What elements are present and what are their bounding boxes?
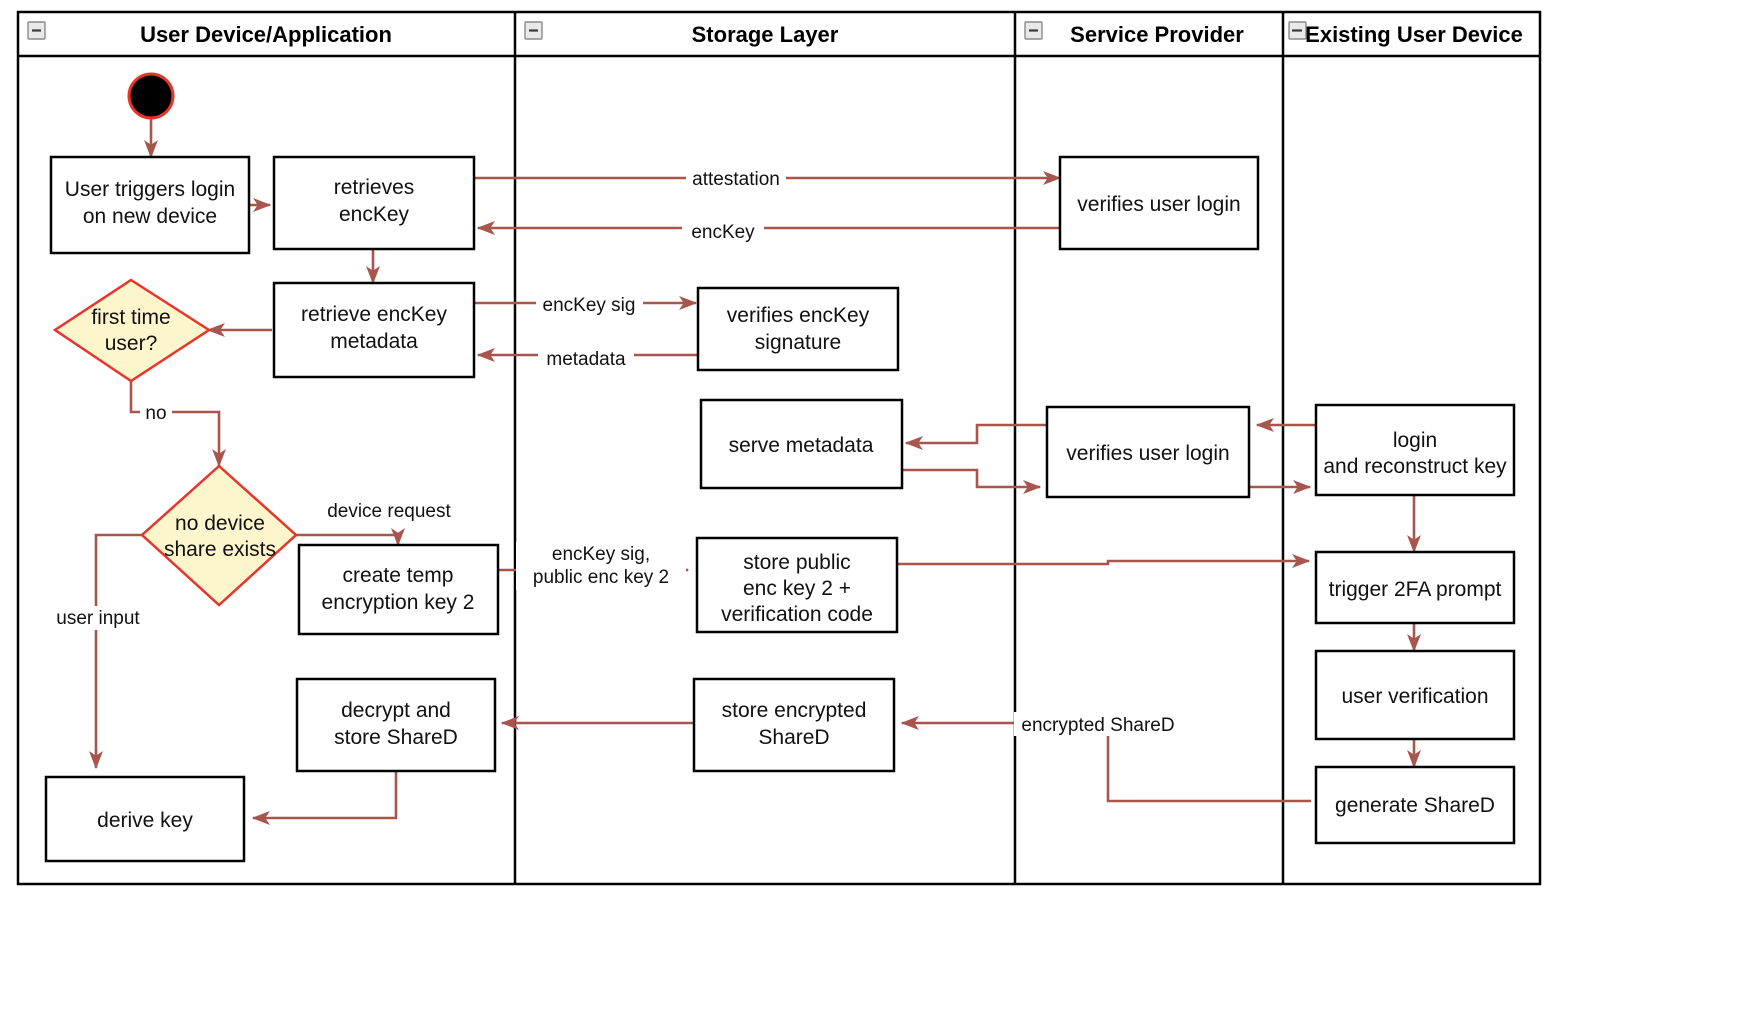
svg-text:encKey sig,: encKey sig, <box>552 544 650 565</box>
minimize-icon[interactable] <box>1288 21 1307 40</box>
edge-label-no: no <box>140 401 172 424</box>
edge-label-metadata: metadata <box>538 346 634 370</box>
node-label-line-1: no device <box>175 512 265 535</box>
node-label-line-1: store public <box>743 551 850 574</box>
edge-encrypted-shared <box>900 716 1311 803</box>
edge-label-device-request: device request <box>314 498 464 522</box>
node-label-line-1: retrieve encKey <box>301 303 447 326</box>
node-retrieves-enckey[interactable]: retrieves encKey <box>272 155 476 251</box>
edge-serve-metadata-to-service-provider <box>902 468 1042 494</box>
lane-title-service-provider: Service Provider <box>1070 22 1244 47</box>
node-retrieve-enckey-metadata[interactable]: retrieve encKey metadata <box>272 281 476 379</box>
node-label: trigger 2FA prompt <box>1329 578 1502 601</box>
lane-header-existing-device[interactable]: Existing User Device <box>1288 21 1523 47</box>
node-label-line-1: retrieves <box>334 176 415 199</box>
node-label-line-1: first time <box>91 306 170 329</box>
node-create-temp-encryption-key-2[interactable]: create temp encryption key 2 <box>297 543 500 636</box>
lane-header-user-device[interactable]: User Device/Application <box>27 21 392 47</box>
node-label-line-1: create temp <box>343 564 454 587</box>
edge-decrypt-to-derive-key <box>251 771 398 825</box>
edge-label-enckey-sig: encKey sig <box>536 292 643 316</box>
swimlane-frame <box>16 10 1542 886</box>
edge-label-enckey-sig-public-enc-key-2: encKey sig, public enc key 2 <box>516 542 686 590</box>
node-label-line-2: and reconstruct key <box>1323 455 1507 478</box>
lane-header-storage[interactable]: Storage Layer <box>524 21 839 47</box>
node-no-device-share-exists[interactable]: no device share exists <box>140 464 298 607</box>
svg-text:no: no <box>145 403 166 424</box>
node-label: generate ShareD <box>1335 794 1495 817</box>
node-label-line-1: decrypt and <box>341 699 451 722</box>
edge-labels-layer: attestation encKey encKey sig metadata n… <box>46 166 1184 736</box>
lane-title-storage: Storage Layer <box>692 22 839 47</box>
svg-text:device request: device request <box>327 501 451 522</box>
node-login-and-reconstruct-key[interactable]: login and reconstruct key <box>1314 403 1516 497</box>
edge-label-user-input: user input <box>46 606 150 630</box>
node-label-line-2: on new device <box>83 205 217 228</box>
node-label-line-2: share exists <box>164 538 276 561</box>
svg-text:public enc key 2: public enc key 2 <box>533 567 669 588</box>
edge-label-encrypted-shared: encrypted ShareD <box>1014 712 1184 736</box>
edge-user-input <box>89 533 143 770</box>
node-derive-key[interactable]: derive key <box>44 775 246 863</box>
node-serve-metadata[interactable]: serve metadata <box>699 398 904 490</box>
node-label-line-1: User triggers login <box>65 178 235 201</box>
node-decrypt-and-store-shared[interactable]: decrypt and store ShareD <box>295 677 497 773</box>
node-label: verifies user login <box>1077 193 1240 216</box>
node-verifies-user-login-2[interactable]: verifies user login <box>1045 405 1251 499</box>
svg-text:user input: user input <box>56 608 140 629</box>
svg-text:encKey: encKey <box>691 222 755 243</box>
svg-text:attestation: attestation <box>692 169 780 190</box>
edge-label-attestation: attestation <box>686 166 786 190</box>
node-label-line-1: verifies encKey <box>727 304 870 327</box>
lane-title-existing-device: Existing User Device <box>1305 22 1523 47</box>
node-verifies-enckey-signature[interactable]: verifies encKey signature <box>696 286 900 372</box>
node-user-verification[interactable]: user verification <box>1314 649 1516 741</box>
edge-no <box>129 372 226 468</box>
node-user-triggers-login[interactable]: User triggers login on new device <box>49 155 251 255</box>
node-verifies-user-login-1[interactable]: verifies user login <box>1058 155 1260 251</box>
node-label-line-2: user? <box>105 332 158 355</box>
svg-text:encrypted ShareD: encrypted ShareD <box>1021 715 1174 736</box>
node-label-line-2: ShareD <box>758 726 829 749</box>
node-generate-shared[interactable]: generate ShareD <box>1314 765 1516 845</box>
node-label-line-1: login <box>1393 429 1437 452</box>
node-label-line-1: store encrypted <box>722 699 867 722</box>
node-store-public-enc-key-2[interactable]: store public enc key 2 + verification co… <box>695 536 899 634</box>
minimize-icon[interactable] <box>1024 21 1043 40</box>
lane-title-user-device: User Device/Application <box>140 22 392 47</box>
edges-layer <box>89 112 1421 825</box>
edge-store-public-to-2fa <box>897 554 1311 568</box>
minimize-icon[interactable] <box>27 21 46 40</box>
svg-text:metadata: metadata <box>546 349 626 370</box>
node-label: serve metadata <box>729 434 874 457</box>
edge-device-request <box>296 528 405 547</box>
node-label-line-2: encKey <box>339 203 410 226</box>
edge-service-provider-to-serve-metadata <box>904 423 1047 450</box>
node-label: derive key <box>97 809 193 832</box>
lane-header-service-provider[interactable]: Service Provider <box>1024 21 1244 47</box>
node-label-line-2: signature <box>755 331 841 354</box>
minimize-icon[interactable] <box>524 21 543 40</box>
node-store-encrypted-shared[interactable]: store encrypted ShareD <box>692 677 896 773</box>
node-label-line-2: encryption key 2 <box>322 591 475 614</box>
node-label-line-2: enc key 2 + <box>743 577 851 600</box>
node-label-line-2: store ShareD <box>334 726 458 749</box>
svg-text:encKey sig: encKey sig <box>543 295 636 316</box>
node-label: user verification <box>1341 685 1488 708</box>
node-first-time-user[interactable]: first time user? <box>52 278 212 383</box>
edge-label-enckey: encKey <box>682 219 764 243</box>
node-label-line-2: metadata <box>330 330 418 353</box>
node-start[interactable] <box>127 72 175 120</box>
node-trigger-2fa-prompt[interactable]: trigger 2FA prompt <box>1314 550 1516 625</box>
node-label: verifies user login <box>1066 442 1229 465</box>
node-label-line-3: verification code <box>721 603 873 626</box>
